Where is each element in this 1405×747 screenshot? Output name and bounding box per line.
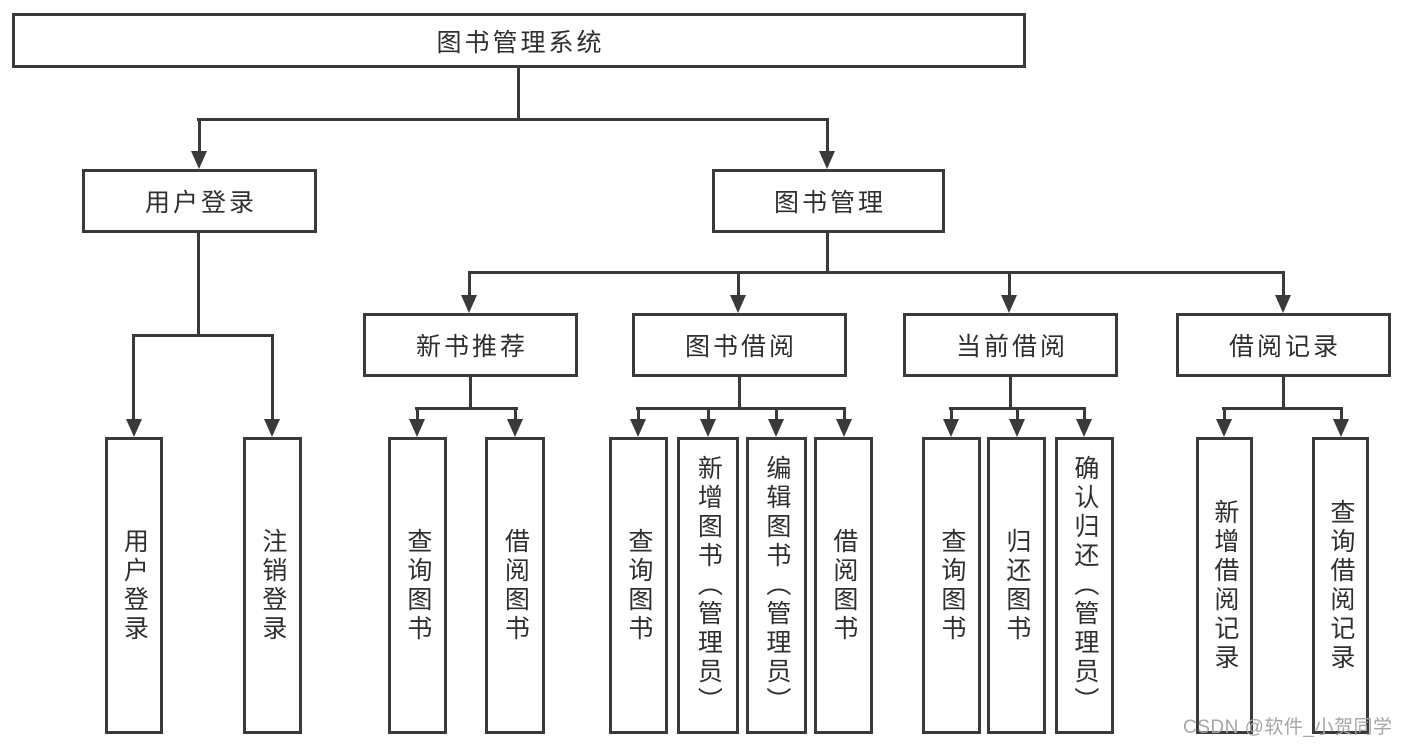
arrow-down-icon xyxy=(126,419,142,437)
arrow-down-icon xyxy=(768,419,784,437)
connector-line xyxy=(950,407,953,423)
connector-line xyxy=(415,407,518,410)
connector-line xyxy=(843,407,846,423)
arrow-down-icon xyxy=(409,419,425,437)
leaf-return-book-label: 归还图书 xyxy=(1002,527,1031,644)
connector-line xyxy=(132,334,274,337)
leaf-query-books-current-label: 查询图书 xyxy=(937,527,966,644)
arrow-down-icon xyxy=(836,419,852,437)
arrow-down-icon xyxy=(630,419,646,437)
leaf-add-borrow-record-label: 新增借阅记录 xyxy=(1210,498,1239,673)
node-user-login-label: 用户登录 xyxy=(144,189,257,217)
leaf-logout: 注销登录 xyxy=(243,437,302,734)
connector-line xyxy=(826,233,829,274)
connector-line xyxy=(514,407,517,423)
leaf-borrow-books-recommend-label: 借阅图书 xyxy=(501,527,530,644)
leaf-edit-book-admin-label: 编辑图书（管理员） xyxy=(762,455,791,716)
arrow-down-icon xyxy=(700,419,716,437)
arrow-down-icon xyxy=(1333,419,1349,437)
connector-line xyxy=(1340,407,1343,423)
leaf-confirm-return-admin-label: 确认归还（管理员） xyxy=(1070,455,1099,716)
leaf-user-login-label: 用户登录 xyxy=(120,527,149,644)
connector-line xyxy=(1008,271,1011,299)
arrow-down-icon xyxy=(730,295,746,313)
node-book-borrow-label: 图书借阅 xyxy=(684,333,797,361)
connector-line xyxy=(416,407,419,423)
connector-line xyxy=(775,407,778,423)
node-book-borrow: 图书借阅 xyxy=(632,313,847,377)
leaf-confirm-return-admin: 确认归还（管理员） xyxy=(1055,437,1114,734)
node-root-label: 图书管理系统 xyxy=(436,28,605,57)
connector-line xyxy=(468,271,1285,274)
arrow-down-icon xyxy=(1076,419,1092,437)
arrow-down-icon xyxy=(191,151,207,169)
arrow-down-icon xyxy=(264,419,280,437)
connector-line xyxy=(738,377,741,410)
leaf-query-books-borrow: 查询图书 xyxy=(609,437,668,734)
leaf-add-book-admin: 新增图书（管理员） xyxy=(677,437,739,734)
leaf-borrow-book: 借阅图书 xyxy=(814,437,873,734)
connector-line xyxy=(1016,407,1019,423)
arrow-down-icon xyxy=(507,419,523,437)
connector-line xyxy=(737,271,740,299)
leaf-query-books-borrow-label: 查询图书 xyxy=(624,527,653,644)
leaf-add-borrow-record: 新增借阅记录 xyxy=(1196,437,1253,734)
connector-line xyxy=(1282,377,1285,410)
connector-line xyxy=(637,407,640,423)
arrow-down-icon xyxy=(1009,419,1025,437)
node-current-borrow-label: 当前借阅 xyxy=(955,333,1068,361)
leaf-logout-label: 注销登录 xyxy=(258,527,287,644)
leaf-edit-book-admin: 编辑图书（管理员） xyxy=(746,437,807,734)
node-borrow-records-label: 借阅记录 xyxy=(1228,333,1341,361)
node-book-management: 图书管理 xyxy=(712,169,945,233)
csdn-watermark: CSDN @软件_小贺同学 xyxy=(1183,717,1393,738)
connector-line xyxy=(1009,377,1012,410)
connector-line xyxy=(197,233,200,336)
connector-line xyxy=(197,118,829,121)
connector-line xyxy=(469,377,472,410)
connector-line xyxy=(826,118,829,155)
leaf-query-borrow-record: 查询借阅记录 xyxy=(1312,437,1369,734)
leaf-user-login: 用户登录 xyxy=(105,437,163,734)
arrow-down-icon xyxy=(1275,295,1291,313)
node-borrow-records: 借阅记录 xyxy=(1176,313,1391,377)
connector-line xyxy=(1083,407,1086,423)
leaf-query-books-recommend-label: 查询图书 xyxy=(403,527,432,644)
connector-line xyxy=(1222,407,1343,410)
connector-line xyxy=(468,271,471,299)
arrow-down-icon xyxy=(1001,295,1017,313)
node-new-book-recommend-label: 新书推荐 xyxy=(415,333,528,361)
leaf-return-book: 归还图书 xyxy=(987,437,1046,734)
connector-line xyxy=(517,68,520,120)
node-current-borrow: 当前借阅 xyxy=(903,313,1118,377)
leaf-query-borrow-record-label: 查询借阅记录 xyxy=(1326,498,1355,673)
node-book-management-label: 图书管理 xyxy=(773,189,886,217)
node-root-library-system: 图书管理系统 xyxy=(12,13,1026,68)
connector-line xyxy=(1282,271,1285,299)
connector-line xyxy=(271,334,274,423)
arrow-down-icon xyxy=(943,419,959,437)
connector-line xyxy=(198,118,201,155)
leaf-borrow-books-recommend: 借阅图书 xyxy=(485,437,545,734)
leaf-query-books-current: 查询图书 xyxy=(922,437,981,734)
arrow-down-icon xyxy=(819,151,835,169)
node-user-login: 用户登录 xyxy=(82,169,317,233)
leaf-borrow-book-label: 借阅图书 xyxy=(829,527,858,644)
connector-line xyxy=(1223,407,1226,423)
leaf-add-book-admin-label: 新增图书（管理员） xyxy=(694,455,723,716)
leaf-query-books-recommend: 查询图书 xyxy=(388,437,447,734)
connector-line xyxy=(636,407,846,410)
connector-line xyxy=(132,334,135,423)
arrow-down-icon xyxy=(1216,419,1232,437)
node-new-book-recommend: 新书推荐 xyxy=(363,313,578,377)
connector-line xyxy=(707,407,710,423)
arrow-down-icon xyxy=(461,295,477,313)
